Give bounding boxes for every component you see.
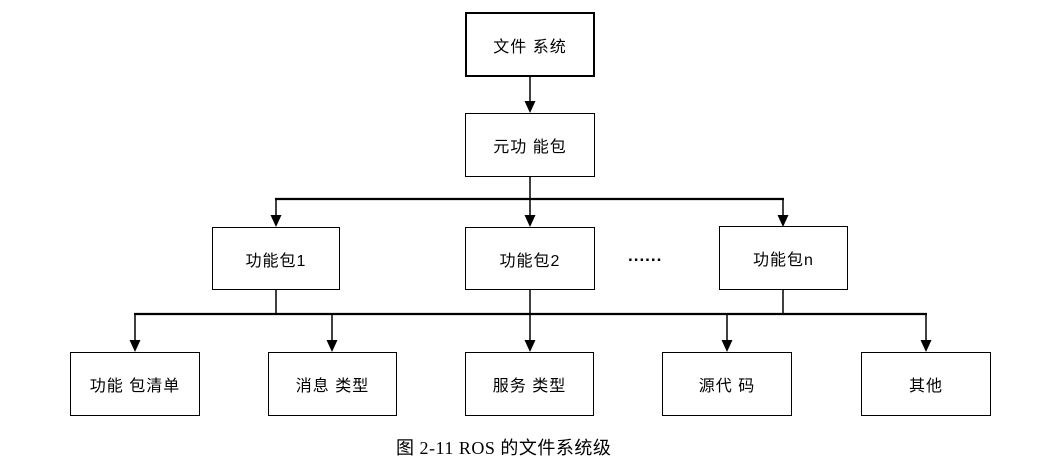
node-message-type-label: 消息 类型 [295, 378, 370, 395]
node-package-2-label: 功能包2 [499, 252, 561, 270]
arrowhead-packagen [777, 215, 789, 227]
node-metapackage: 元功 能包 [465, 113, 595, 177]
arrowhead-manifest [129, 340, 141, 352]
arrowhead-other [920, 340, 932, 352]
arrowhead-package2 [524, 215, 536, 227]
arrowhead-package1 [270, 215, 282, 227]
node-package-manifest: 功能 包清单 [70, 352, 200, 416]
node-message-type: 消息 类型 [268, 352, 397, 416]
figure-caption: 图 2-11 ROS 的文件系统级 [396, 438, 612, 458]
node-package-1: 功能包1 [212, 227, 340, 290]
arrowhead-message [326, 340, 338, 352]
connectors [129, 77, 932, 352]
node-package-manifest-label: 功能 包清单 [89, 378, 181, 395]
arrowhead-service [524, 340, 536, 352]
node-other-label: 其他 [908, 378, 943, 395]
node-source-code: 源代 码 [662, 352, 792, 416]
node-filesystem-label: 文件 系统 [493, 38, 567, 56]
node-package-1-label: 功能包1 [245, 252, 307, 270]
node-other: 其他 [861, 352, 991, 416]
node-package-n: 功能包n [719, 226, 848, 290]
node-source-code-label: 源代 码 [698, 378, 756, 395]
node-metapackage-label: 元功 能包 [493, 139, 567, 156]
arrowhead-metapackage [524, 101, 536, 113]
node-package-2: 功能包2 [465, 227, 595, 290]
node-package-n-label: 功能包n [753, 252, 814, 269]
node-service-type-label: 服务 类型 [492, 378, 567, 395]
arrowhead-source [721, 340, 733, 352]
ellipsis-dots: ...... [628, 246, 663, 265]
node-service-type: 服务 类型 [465, 352, 594, 416]
node-filesystem: 文件 系统 [465, 12, 595, 77]
